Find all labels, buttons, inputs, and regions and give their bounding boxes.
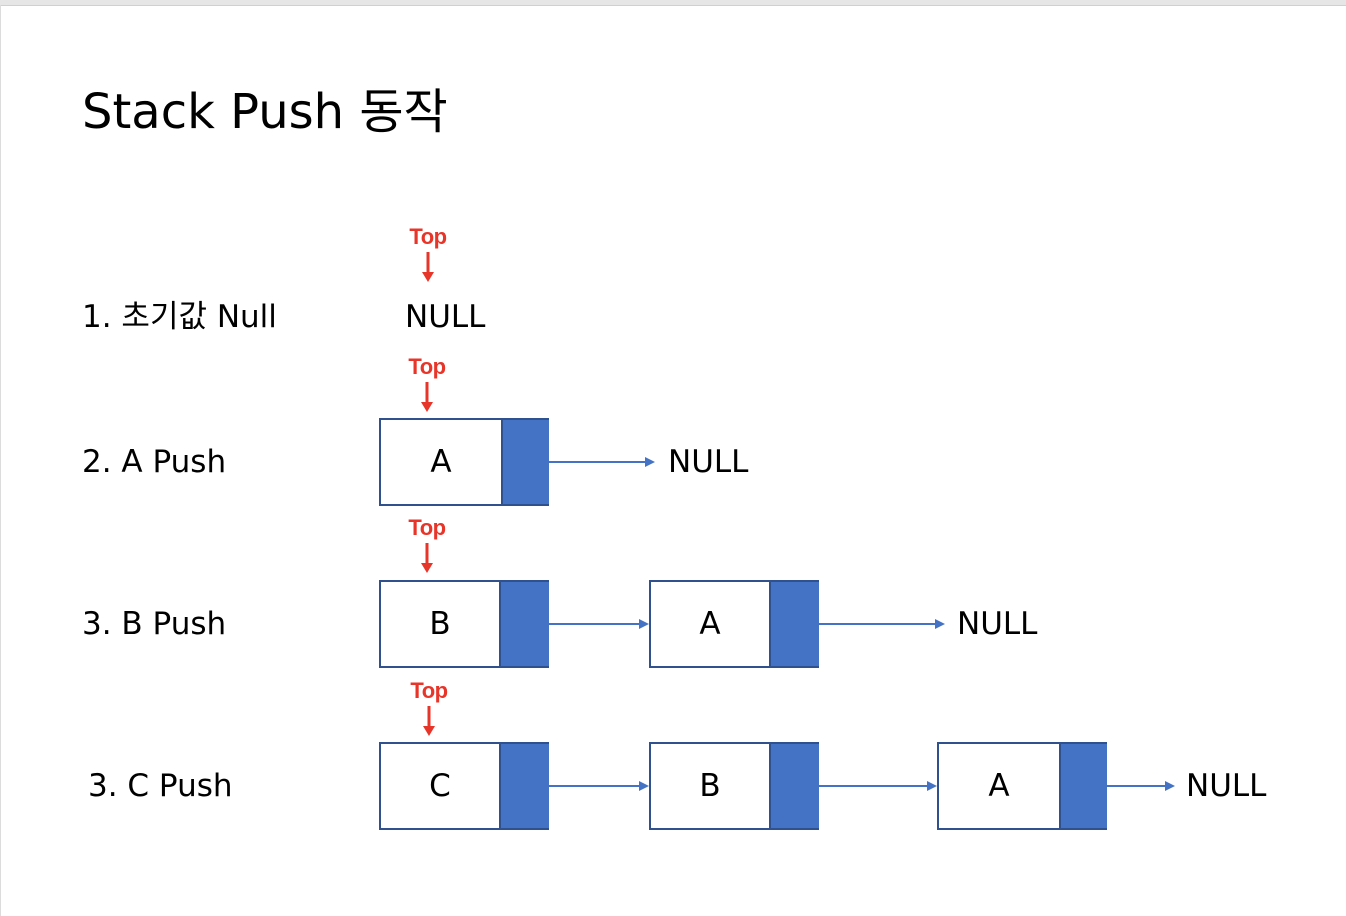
- window-left-edge: [0, 5, 1, 916]
- node-value: A: [430, 444, 452, 480]
- step-2-null: NULL: [668, 444, 749, 480]
- step-4-null: NULL: [1186, 768, 1267, 804]
- node-next-pointer: [499, 744, 549, 828]
- stack-node: A: [379, 418, 549, 506]
- top-label: Top: [408, 515, 446, 540]
- top-down-arrow-icon: [422, 252, 434, 282]
- next-link-arrow-icon: [1107, 781, 1175, 791]
- stack-node: B: [379, 580, 549, 668]
- step-3-null: NULL: [957, 606, 1038, 642]
- node-next-pointer: [1059, 744, 1107, 828]
- top-down-arrow-icon: [421, 382, 433, 412]
- next-link-arrow-icon: [819, 781, 937, 791]
- step-1-null: NULL: [405, 299, 486, 335]
- step-4-top-pointer: Top: [406, 678, 466, 738]
- stack-node: B: [649, 742, 819, 830]
- step-1-top-pointer: Top: [405, 224, 465, 284]
- next-link-arrow-icon: [819, 619, 945, 629]
- stack-node: A: [937, 742, 1107, 830]
- top-down-arrow-icon: [421, 543, 433, 573]
- step-3-label: 3. B Push: [82, 606, 227, 642]
- node-next-pointer: [499, 582, 549, 666]
- window-top-bar: [0, 0, 1346, 6]
- step-2-label: 2. A Push: [82, 444, 227, 480]
- node-value: C: [429, 768, 451, 804]
- next-link-arrow-icon: [549, 781, 649, 791]
- step-3-top-pointer: Top: [404, 515, 464, 575]
- step-2-top-pointer: Top: [404, 354, 464, 414]
- next-link-arrow-icon: [549, 619, 649, 629]
- next-link-arrow-icon: [549, 457, 655, 467]
- step-4-label: 3. C Push: [88, 768, 233, 804]
- node-next-pointer: [501, 420, 549, 504]
- node-next-pointer: [769, 744, 819, 828]
- stack-node: A: [649, 580, 819, 668]
- node-value: B: [429, 606, 451, 642]
- stack-node: C: [379, 742, 549, 830]
- top-down-arrow-icon: [423, 706, 435, 736]
- node-value: A: [699, 606, 721, 642]
- node-value: B: [699, 768, 721, 804]
- step-1-label: 1. 초기값 Null: [82, 299, 277, 335]
- slide-title: Stack Push 동작: [82, 84, 448, 140]
- top-label: Top: [409, 224, 447, 249]
- top-label: Top: [410, 678, 448, 703]
- node-value: A: [988, 768, 1010, 804]
- top-label: Top: [408, 354, 446, 379]
- node-next-pointer: [769, 582, 819, 666]
